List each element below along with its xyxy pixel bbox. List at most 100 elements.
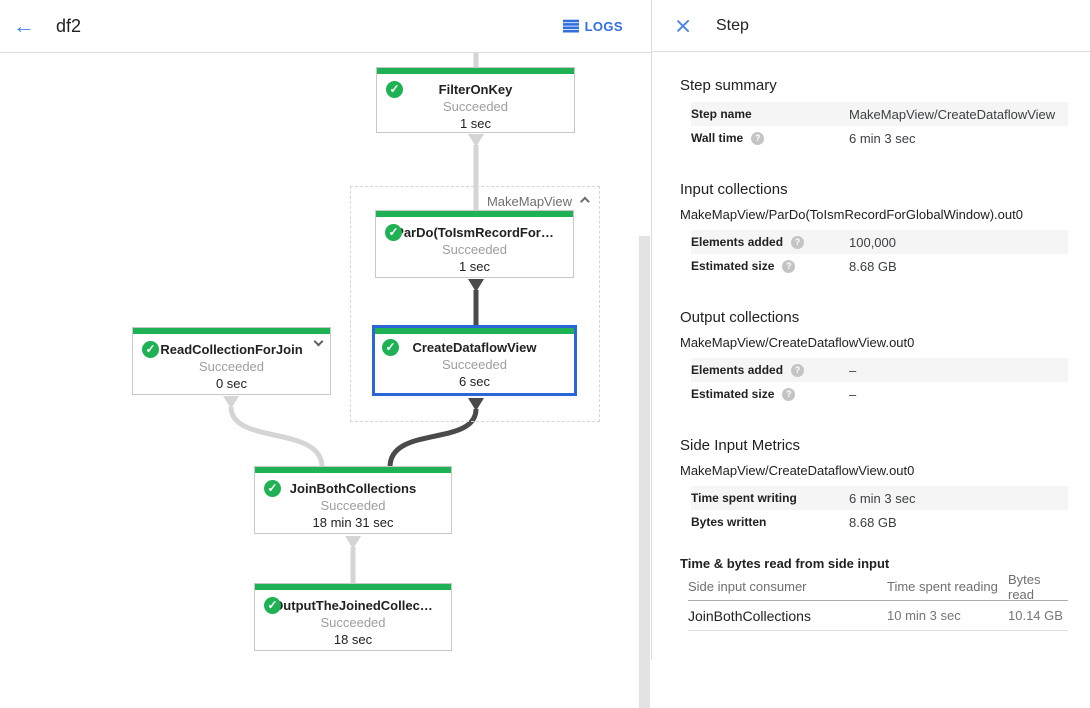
table-cell: JoinBothCollections (688, 607, 811, 624)
success-check-icon: ✓ (142, 341, 159, 358)
help-icon[interactable]: ? (782, 387, 796, 401)
graph-node-createdataflowview[interactable]: ✓ CreateDataflowView Succeeded 6 sec (372, 325, 577, 396)
status-bar (375, 328, 574, 334)
panel-divider (651, 0, 652, 660)
kv-row-elements-added: Elements added ? – (691, 358, 1068, 382)
back-arrow-icon[interactable]: ← (13, 13, 35, 38)
kv-value: MakeMapView/CreateDataflowView (849, 106, 1056, 122)
help-icon[interactable]: ? (782, 259, 796, 273)
node-status: Succeeded (198, 359, 265, 374)
kv-value: 6 min 3 sec (849, 490, 916, 506)
success-check-icon: ✓ (264, 480, 281, 497)
graph-node-outputthejoined[interactable]: ✓ OutputTheJoinedCollec… Succeeded 18 se… (254, 583, 452, 651)
kv-value: 8.68 GB (849, 258, 897, 274)
kv-label: Wall time ? (691, 131, 849, 145)
graph-edges (223, 53, 484, 584)
graph-node-pardo[interactable]: ✓ ParDo(ToIsmRecordFor… Succeeded 1 sec (375, 210, 574, 278)
kv-value: 100,000 (849, 234, 896, 250)
kv-label: Estimated size ? (691, 259, 849, 273)
node-time: 18 sec (333, 632, 373, 647)
output-collection-name: MakeMapView/CreateDataflowView.out0 (680, 335, 915, 350)
side-input-table: Side input consumer Time spent reading B… (688, 571, 1068, 631)
status-bar (255, 584, 451, 590)
node-status: Succeeded (441, 242, 508, 257)
graph-node-joinbothcollections[interactable]: ✓ JoinBothCollections Succeeded 18 min 3… (254, 466, 452, 534)
step-details-panel: Step Step summary Step name MakeMapView/… (652, 0, 1090, 660)
kv-value: 8.68 GB (849, 514, 897, 530)
status-bar (133, 328, 330, 334)
side-collection-name: MakeMapView/CreateDataflowView.out0 (680, 463, 915, 478)
pipeline-graph-canvas[interactable]: MakeMapView ✓ FilterOnKey Succeeded 1 se… (0, 53, 651, 708)
group-collapse-toggle[interactable]: MakeMapView (486, 194, 590, 209)
kv-row-estimated-size: Estimated size ? 8.68 GB (691, 254, 1068, 278)
node-title: FilterOnKey (438, 82, 513, 97)
graph-scrollbar[interactable] (639, 236, 650, 708)
node-title: ParDo(ToIsmRecordFor… (395, 225, 554, 240)
table-cell: 10.14 GB (1008, 608, 1063, 623)
node-time: 6 sec (458, 374, 491, 389)
top-bar: ← df2 LOGS (0, 0, 651, 52)
node-status: Succeeded (320, 615, 386, 630)
kv-value: – (849, 386, 857, 402)
kv-label: Estimated size ? (691, 387, 849, 401)
kv-row-elements-added: Elements added ? 100,000 (691, 230, 1068, 254)
logs-button[interactable]: LOGS (562, 18, 623, 34)
node-status: Succeeded (442, 99, 509, 114)
table-header-row: Side input consumer Time spent reading B… (688, 571, 1068, 602)
kv-value: – (849, 362, 857, 378)
section-heading-input-collections: Input collections (680, 181, 788, 198)
section-heading-side-input-metrics: Side Input Metrics (680, 437, 801, 454)
kv-value: 6 min 3 sec (849, 130, 916, 146)
node-time: 1 sec (459, 116, 492, 131)
header-divider (0, 52, 1090, 53)
node-title: CreateDataflowView (412, 340, 537, 355)
node-title: JoinBothCollections (289, 481, 417, 496)
kv-label: Bytes written (691, 515, 767, 529)
node-title: ReadCollectionForJoin (160, 342, 303, 357)
column-header: Bytes read (1008, 571, 1041, 602)
help-icon[interactable]: ? (791, 363, 805, 377)
chevron-up-icon (579, 196, 590, 207)
section-heading-step-summary: Step summary (680, 77, 777, 94)
node-title: OutputTheJoinedCollec… (273, 598, 433, 613)
close-icon[interactable] (673, 16, 693, 36)
logs-label: LOGS (584, 18, 623, 34)
column-header: Side input consumer (688, 579, 807, 594)
success-check-icon: ✓ (382, 339, 399, 356)
column-header: Time spent reading (887, 579, 998, 594)
kv-row-estimated-size: Estimated size ? – (691, 382, 1068, 406)
success-check-icon: ✓ (385, 224, 402, 241)
status-bar (377, 68, 574, 74)
kv-label: Elements added ? (691, 363, 849, 377)
side-table-heading: Time & bytes read from side input (680, 556, 890, 571)
node-time: 1 sec (458, 259, 491, 274)
job-title: df2 (56, 15, 82, 36)
section-heading-output-collections: Output collections (680, 309, 800, 326)
input-collection-name: MakeMapView/ParDo(ToIsmRecordForGlobalWi… (680, 207, 1023, 222)
list-icon (562, 19, 579, 33)
kv-row-step-name: Step name MakeMapView/CreateDataflowView (691, 102, 1068, 126)
kv-label: Step name (691, 107, 752, 121)
panel-header: Step (652, 0, 1090, 52)
status-bar (255, 467, 451, 473)
graph-node-filteronkey[interactable]: ✓ FilterOnKey Succeeded 1 sec (376, 67, 575, 133)
help-icon[interactable]: ? (751, 131, 765, 145)
kv-row-bytes-written: Bytes written 8.68 GB (691, 510, 1068, 534)
table-cell: 10 min 3 sec (887, 608, 961, 623)
node-time: 0 sec (215, 376, 248, 391)
kv-label: Time spent writing (691, 491, 797, 505)
kv-label: Elements added ? (691, 235, 849, 249)
status-bar (376, 211, 573, 217)
composite-group-makemapview: MakeMapView (350, 186, 600, 422)
kv-row-time-spent-writing: Time spent writing 6 min 3 sec (691, 486, 1068, 510)
group-label: MakeMapView (486, 194, 572, 209)
graph-node-readcollectionforjoin[interactable]: ✓ ReadCollectionForJoin Succeeded 0 sec (132, 327, 331, 395)
node-status: Succeeded (441, 357, 508, 372)
success-check-icon: ✓ (386, 81, 403, 98)
node-status: Succeeded (320, 498, 386, 513)
help-icon[interactable]: ? (791, 235, 805, 249)
panel-title: Step (716, 16, 749, 34)
node-time: 18 min 31 sec (312, 515, 394, 530)
success-check-icon: ✓ (264, 597, 281, 614)
kv-row-wall-time: Wall time ? 6 min 3 sec (691, 126, 1068, 150)
